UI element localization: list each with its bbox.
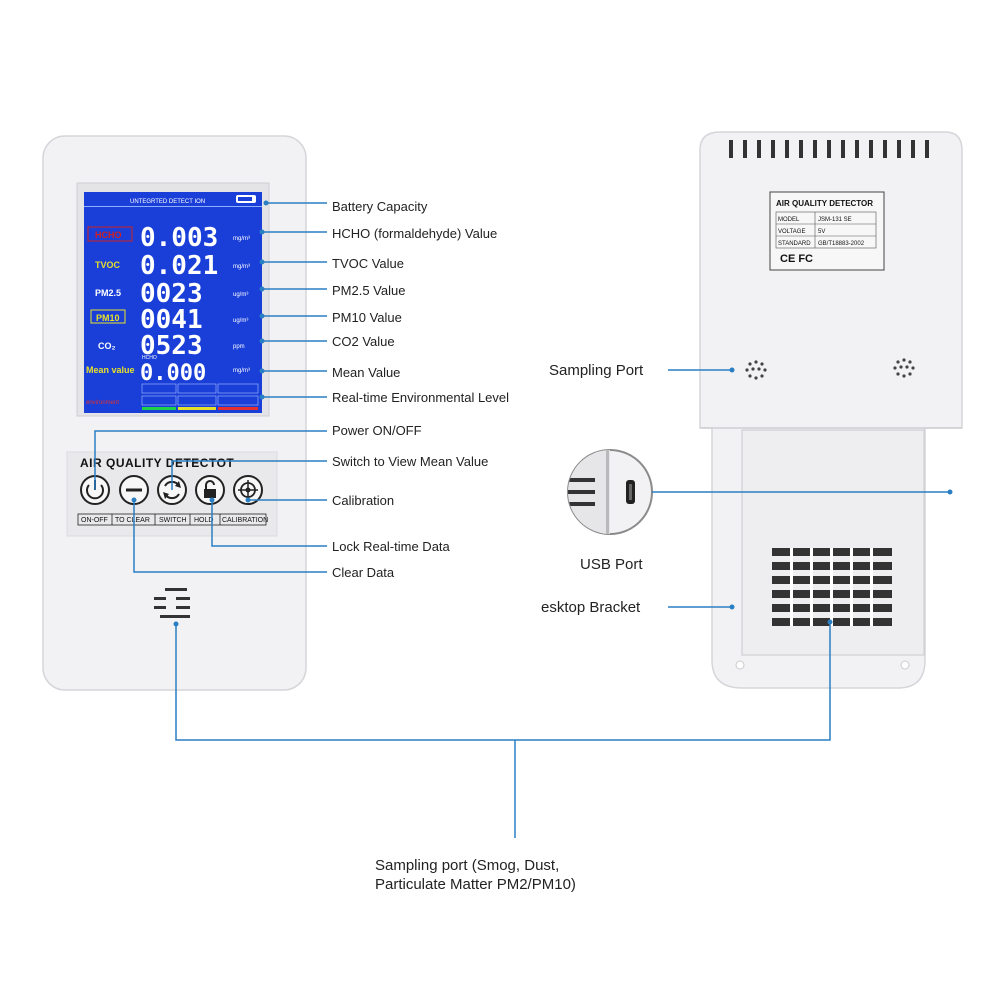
callout-sampling-port: Sampling Port [549,362,644,379]
callout-co2: CO2 Value [332,334,395,349]
callout-hcho: HCHO (formaldehyde) Value [332,226,497,241]
btn-caption-switch: SWITCH [159,517,187,524]
label-row-key-model: MODEL [778,217,800,223]
callout-battery: Battery Capacity [332,199,428,214]
callout-usb: USB Port [580,556,643,573]
lcd-mean-value: 0.000 [140,361,206,386]
lcd-mean-label: Mean value [86,365,135,375]
callout-switch: Switch to View Mean Value [332,454,488,469]
lcd-row-unit-pm25: ug/m³ [233,292,248,298]
callout-clear: Clear Data [332,565,395,580]
bottom-caption-line2: Particulate Matter PM2/PM10) [375,876,576,893]
label-row-val-standard: GB/T18883-2002 [818,241,865,247]
lcd-header: UNTEGRTED DETECT ION [130,199,205,205]
lcd-row-value-co2: 0523 [140,331,203,361]
lcd-row-label-pm25: PM2.5 [95,288,121,298]
lcd-mean-sub: HCHO [142,355,157,361]
usb-port-zoom [567,449,653,535]
calibration-button[interactable] [233,475,263,505]
product-label: AIR QUALITY DETECTOR MODEL JSM-131 SE VO… [769,191,885,271]
bottom-caption-line1: Sampling port (Smog, Dust, [375,857,559,874]
front-device: UNTEGRTED DETECT ION HCHO 0.003 mg/m³ TV… [42,135,307,691]
sampling-hole-left [745,360,767,380]
label-row-val-model: JSM-131 SE [818,217,852,223]
btn-caption-hold: HOLD [194,517,213,524]
lcd-row-label-co2: CO₂ [98,341,116,351]
callout-lock: Lock Real-time Data [332,539,451,554]
label-marks: CE FC [780,253,813,265]
label-row-key-standard: STANDARD [778,241,811,247]
back-device: AIR QUALITY DETECTOR MODEL JSM-131 SE VO… [699,131,963,689]
lcd-row-label-tvoc: TVOC [95,260,121,270]
label-title: AIR QUALITY DETECTOR [776,199,873,208]
lock-icon [204,480,216,498]
callout-tvoc: TVOC Value [332,256,404,271]
lcd-row-label-pm10: PM10 [96,313,120,323]
lcd-rows: HCHO 0.003 mg/m³ TVOC 0.021 mg/m³ PM2.5 … [87,223,250,361]
lcd-row-unit-hcho: mg/m³ [233,236,250,242]
label-row-val-voltage: 5V [818,229,825,235]
hold-button[interactable] [195,475,225,505]
lcd-row-value-pm10: 0041 [140,305,203,335]
env-level-bars [141,383,259,410]
callout-pm25: PM2.5 Value [332,283,405,298]
crosshair-icon [238,480,258,500]
front-brand: AIR QUALITY DETECTOT [80,456,234,470]
lcd-mean-unit: mg/m³ [233,368,250,374]
lcd-row-value-pm25: 0023 [140,279,203,309]
lcd-row-unit-co2: ppm [233,344,245,350]
callout-mean: Mean Value [332,365,400,380]
btn-caption-clear: TO CLEAR [115,517,150,524]
lcd-row-unit-pm10: ug/m³ [233,318,248,324]
callout-env: Real-time Environmental Level [332,390,509,405]
callout-calibration: Calibration [332,493,394,508]
callout-lines [94,200,953,838]
label-row-key-voltage: VOLTAGE [778,229,805,235]
btn-caption-calibration: CALIBRATION [222,517,268,524]
lcd-row-value-hcho: 0.003 [140,223,218,253]
callout-pm10: PM10 Value [332,310,402,325]
sampling-hole-right [893,358,915,378]
callout-power: Power ON/OFF [332,423,422,438]
btn-caption-on-off: ON-OFF [81,517,108,524]
lcd-row-label-hcho: HCHO [95,230,122,240]
callout-bracket: esktop Bracket [541,599,641,616]
top-vents [729,140,929,158]
lcd-env-label: environment [86,400,119,406]
lcd-row-unit-tvoc: mg/m³ [233,264,250,270]
front-sampling-grille [154,588,190,618]
lcd-row-value-tvoc: 0.021 [140,251,218,281]
